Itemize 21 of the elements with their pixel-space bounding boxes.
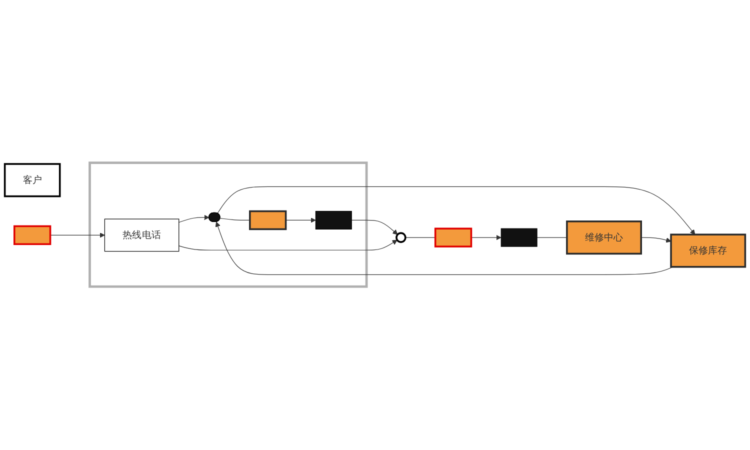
node-box: [434, 228, 472, 248]
node-box: [13, 226, 52, 246]
arrow: [640, 238, 672, 244]
arrow: [217, 186, 696, 236]
cluster: [88, 162, 368, 288]
node-box: [315, 211, 352, 230]
node-box: 客户: [4, 163, 61, 198]
arrow: [286, 218, 316, 224]
arrow: [178, 240, 398, 251]
node-box: [249, 210, 287, 230]
node-box: 维修中心: [566, 220, 642, 255]
arrow: [50, 232, 105, 238]
node-circle: [396, 232, 406, 244]
node-box: [500, 228, 538, 248]
connector: [220, 218, 250, 221]
node-box: 保修库存: [670, 234, 746, 268]
arrow: [215, 222, 674, 276]
arrow: [351, 220, 398, 236]
node-box: 热线电话: [104, 219, 180, 252]
arrow: [470, 235, 502, 240]
arrow: [178, 215, 210, 223]
